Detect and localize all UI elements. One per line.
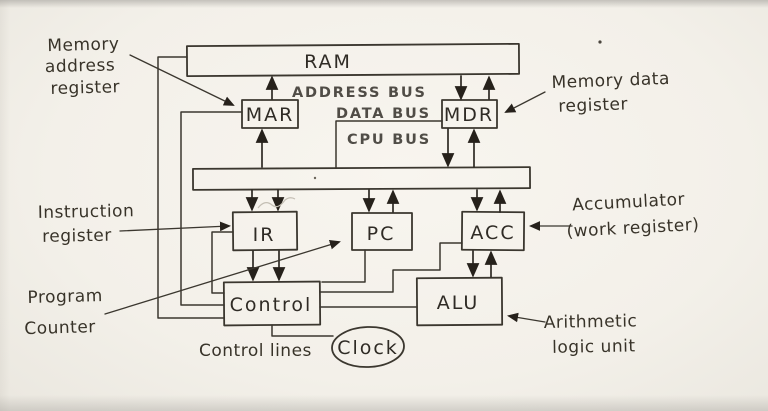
- data-flow-arrows: [245, 75, 507, 282]
- clock-label: Clock: [337, 337, 399, 359]
- control-wires: [157, 56, 463, 337]
- data-bus-label: DATA BUS: [336, 106, 431, 122]
- control-box: Control: [222, 280, 322, 327]
- cpu-bus-label: CPU BUS: [347, 132, 431, 148]
- acc-note-line2: (work register): [566, 215, 700, 242]
- ir-label: IR: [253, 224, 276, 246]
- cpu-bus-bar: [192, 166, 531, 191]
- acc-annotation: Accumulator (work register): [566, 190, 700, 242]
- alu-box: ALU: [415, 276, 504, 327]
- ir-note-line1: Instruction: [38, 201, 135, 223]
- mdr-box: MDR: [441, 99, 498, 129]
- mar-note-line2: address: [45, 55, 116, 77]
- mar-note-line1: Memory: [47, 34, 120, 56]
- bus-labels: ADDRESS BUS DATA BUS CPU BUS: [292, 85, 431, 148]
- pc-note-line1: Program: [27, 286, 103, 308]
- mar-annotation: Memory address register: [45, 34, 121, 99]
- control-lines-annotation: Control lines: [199, 341, 312, 361]
- address-bus-label: ADDRESS BUS: [292, 85, 427, 101]
- control-label: Control: [230, 294, 313, 316]
- mdr-annotation: Memory data register: [551, 69, 670, 117]
- clock-node: Clock: [331, 326, 405, 368]
- alu-note-line2: logic unit: [552, 336, 636, 357]
- ram-box: RAM: [185, 42, 521, 78]
- acc-note-line1: Accumulator: [572, 190, 686, 216]
- annotation-pointers: [104, 54, 573, 323]
- mdr-note-line1: Memory data: [551, 69, 670, 93]
- pc-label: PC: [367, 223, 396, 245]
- ir-annotation: Instruction register: [38, 201, 135, 247]
- ir-box: IR: [231, 210, 299, 252]
- mar-label: MAR: [246, 104, 295, 126]
- mdr-label: MDR: [444, 104, 494, 126]
- alu-annotation: Arithmetic logic unit: [544, 311, 638, 357]
- mdr-note-line2: register: [558, 94, 628, 116]
- pc-annotation: Program Counter: [24, 286, 103, 339]
- alu-label: ALU: [437, 292, 480, 314]
- pc-box: PC: [351, 212, 413, 251]
- stray-marks: [257, 40, 602, 209]
- acc-label: ACC: [470, 222, 515, 244]
- ir-note-line2: register: [42, 226, 112, 247]
- mar-box: MAR: [241, 99, 299, 129]
- ram-label: RAM: [304, 51, 352, 73]
- pc-note-line2: Counter: [24, 317, 96, 339]
- mar-note-line3: register: [50, 77, 120, 99]
- alu-note-line1: Arithmetic: [544, 311, 638, 333]
- acc-box: ACC: [460, 210, 526, 252]
